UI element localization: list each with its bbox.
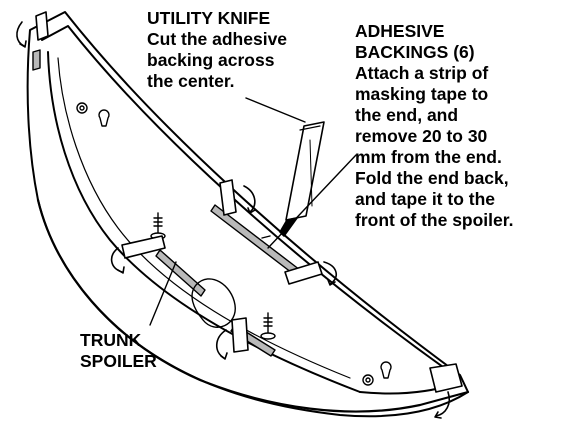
adhesive-backings-line: and tape it to the (355, 189, 495, 209)
adhesive-strip-upper (32, 49, 41, 71)
adhesive-backings-line: the end, and (355, 105, 459, 125)
trunk-spoiler-label: TRUNK SPOILER (80, 330, 157, 372)
utility-knife-icon (279, 121, 325, 237)
utility-knife-line: the center. (147, 71, 235, 91)
adhesive-backings-label: ADHESIVE BACKINGS (6) Attach a strip of … (355, 21, 513, 231)
center-cutout (191, 278, 236, 328)
adhesive-backings-title: ADHESIVE (355, 21, 445, 41)
leader-adhesive (267, 154, 357, 249)
leader-knife (245, 97, 306, 123)
adhesive-backings-line: masking tape to (355, 84, 489, 104)
adhesive-backings-line: remove 20 to 30 (355, 126, 488, 146)
spoiler-recess-inner (57, 57, 351, 379)
adhesive-backings-line: Attach a strip of (355, 63, 489, 83)
adhesive-backings-title: BACKINGS (6) (355, 42, 475, 62)
adhesive-backings-line: mm from the end. (355, 147, 502, 167)
leader-lines (149, 97, 357, 326)
adhesive-backings-line: Fold the end back, (355, 168, 509, 188)
utility-knife-label: UTILITY KNIFE Cut the adhesive backing a… (147, 8, 287, 92)
utility-knife-line: Cut the adhesive (147, 29, 288, 49)
mounting-hole-icon (76, 102, 392, 386)
utility-knife-line: backing across (147, 50, 275, 70)
adhesive-backings-line: front of the spoiler. (355, 210, 514, 230)
adhesive-strip-left (155, 249, 206, 297)
leader-trunk (149, 261, 177, 326)
fold-arrow-icon (16, 11, 463, 419)
spoiler-lip (36, 198, 470, 413)
trunk-spoiler-line: TRUNK (80, 330, 142, 350)
mounting-stud-icon (150, 212, 276, 340)
spoiler-inner-flange (41, 25, 456, 395)
trunk-spoiler-line: SPOILER (80, 351, 157, 371)
leader-knife-strip (261, 235, 271, 239)
utility-knife-title: UTILITY KNIFE (147, 8, 271, 28)
